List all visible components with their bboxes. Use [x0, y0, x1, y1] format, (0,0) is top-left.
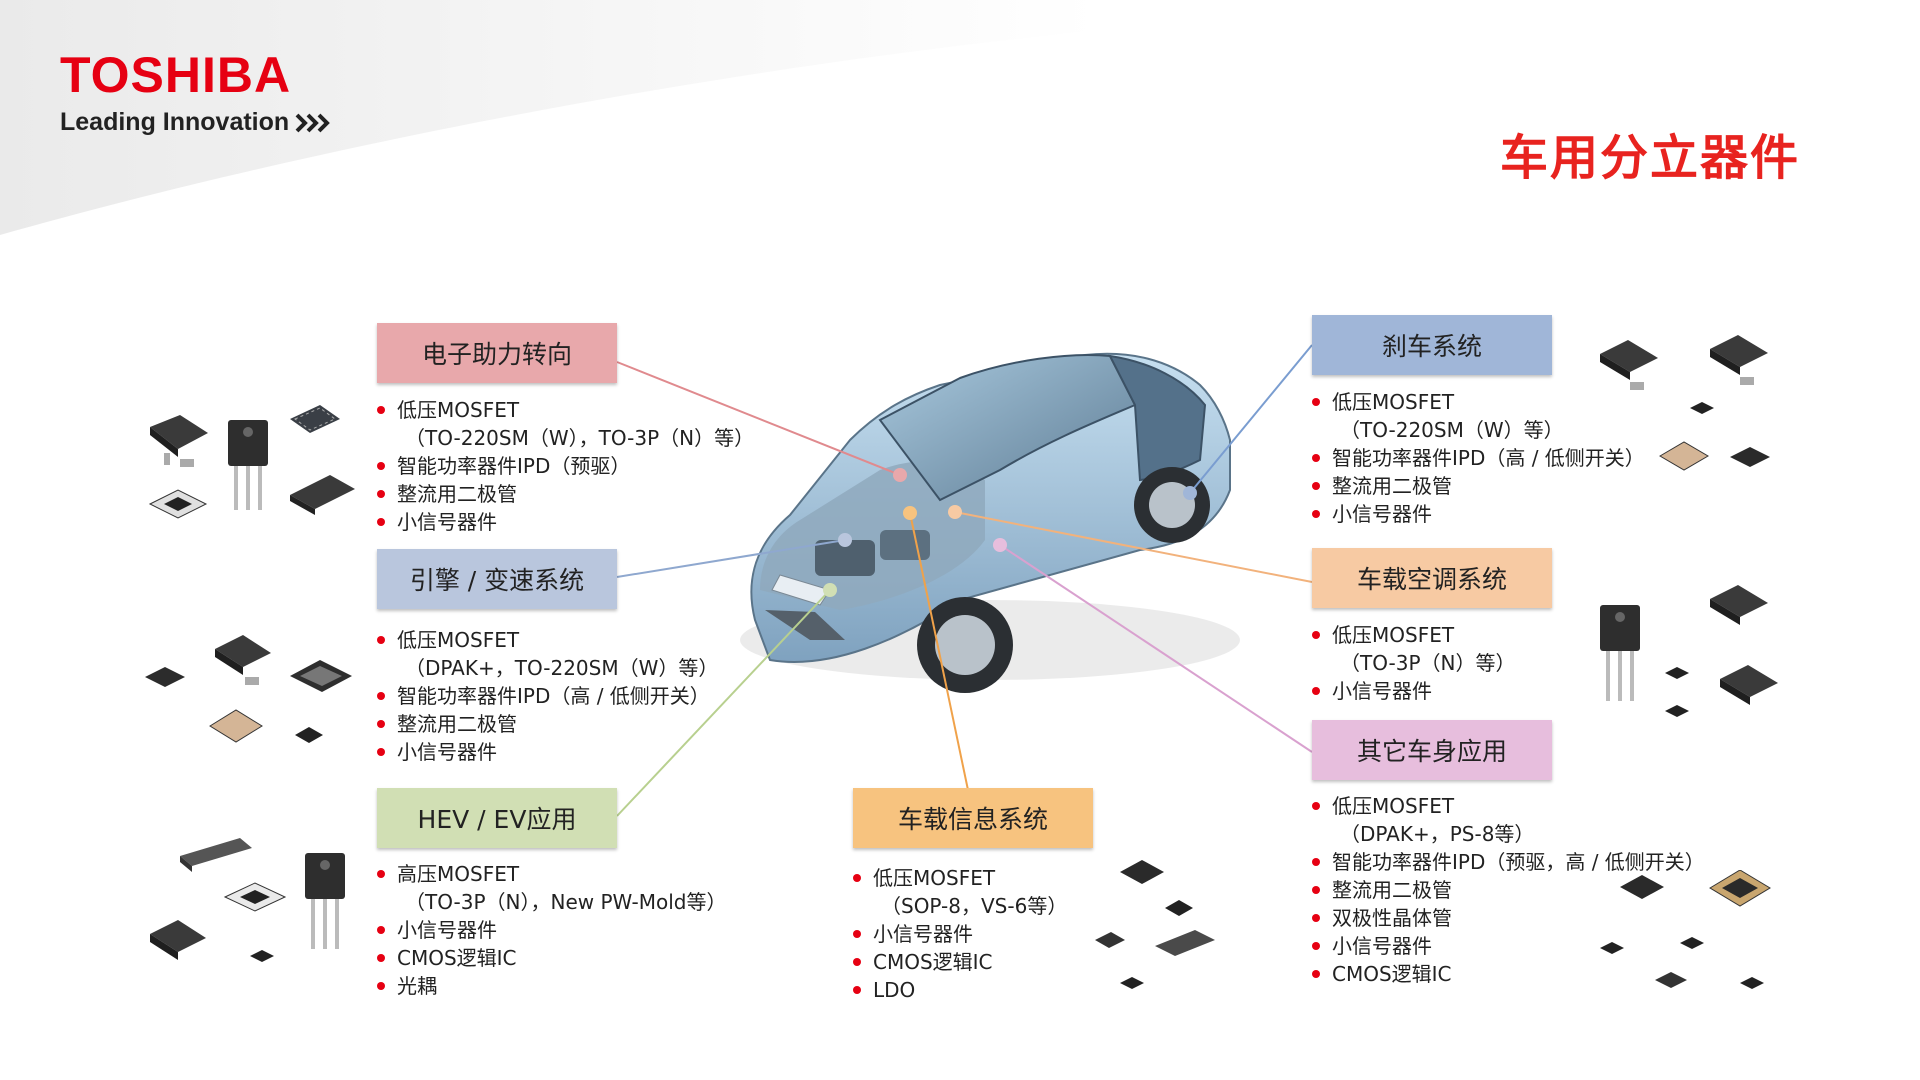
list-item: （TO-220SM（W）等）: [1340, 418, 1564, 442]
list-item: CMOS逻辑IC: [1312, 960, 1705, 988]
hev-label: HEV / EV应用: [377, 788, 617, 848]
info-dot: [903, 506, 917, 520]
engine-list: 低压MOSFET （DPAK+，TO-220SM（W）等） 智能功率器件IPD（…: [377, 626, 718, 766]
list-item: 低压MOSFET: [377, 396, 754, 424]
engine-label: 引擎 / 变速系统: [377, 549, 617, 609]
info-connector-line: [909, 512, 969, 791]
list-item: 智能功率器件IPD（预驱，高 / 低侧开关）: [1312, 848, 1705, 876]
chip-cluster-engine: [145, 635, 352, 743]
eps-dot: [893, 468, 907, 482]
engine-connector-line: [616, 539, 846, 578]
brake-dot: [1183, 486, 1197, 500]
list-item: （TO-220SM（W），TO-3P（N）等）: [405, 426, 755, 450]
body-connector-line: [999, 544, 1313, 753]
brand-tagline: Leading Innovation: [60, 108, 339, 137]
list-item: 智能功率器件IPD（预驱）: [377, 452, 754, 480]
list-item: 低压MOSFET: [377, 626, 718, 654]
list-item: 整流用二极管: [1312, 876, 1705, 904]
brake-connector-line: [1189, 344, 1313, 494]
chip-cluster-eps: [148, 415, 268, 519]
list-item: （SOP-8，VS-6等）: [881, 894, 1068, 918]
list-item: （TO-3P（N），New PW-Mold等）: [405, 890, 727, 914]
chip-cluster-eps-2: [290, 405, 355, 515]
list-item: 小信号器件: [377, 738, 718, 766]
list-item: （DPAK+，TO-220SM（W）等）: [405, 656, 719, 680]
eps-connector-line: [616, 361, 901, 476]
chevrons-icon: [295, 113, 331, 132]
list-item: 双极性晶体管: [1312, 904, 1705, 932]
tagline-text: Leading Innovation: [60, 108, 290, 136]
hvac-label: 车载空调系统: [1312, 548, 1552, 608]
brand-name: TOSHIBA: [60, 47, 292, 103]
chip-cluster-hev: [150, 838, 345, 962]
hev-connector-line: [616, 589, 831, 817]
brake-label: 刹车系统: [1312, 315, 1552, 375]
hev-dot: [823, 583, 837, 597]
info-list: 低压MOSFET （SOP-8，VS-6等） 小信号器件 CMOS逻辑IC LD…: [853, 864, 1067, 1004]
list-item: 智能功率器件IPD（高 / 低侧开关）: [1312, 444, 1645, 472]
background-swoosh: [0, 0, 1100, 235]
list-item: （DPAK+，PS-8等）: [1340, 822, 1535, 846]
body-list: 低压MOSFET （DPAK+，PS-8等） 智能功率器件IPD（预驱，高 / …: [1312, 792, 1705, 988]
list-item: 智能功率器件IPD（高 / 低侧开关）: [377, 682, 718, 710]
eps-label: 电子助力转向: [377, 323, 617, 383]
toshiba-logo: TOSHIBA Leading Innovation: [60, 50, 339, 137]
hvac-dot: [948, 505, 962, 519]
page-title: 车用分立器件: [1499, 130, 1800, 186]
list-item: 小信号器件: [1312, 500, 1645, 528]
body-dot: [993, 538, 1007, 552]
body-label: 其它车身应用: [1312, 720, 1552, 780]
hev-list: 高压MOSFET （TO-3P（N），New PW-Mold等） 小信号器件 C…: [377, 860, 726, 1000]
list-item: 低压MOSFET: [1312, 388, 1645, 416]
list-item: 光耦: [377, 972, 726, 1000]
brake-list: 低压MOSFET （TO-220SM（W）等） 智能功率器件IPD（高 / 低侧…: [1312, 388, 1645, 528]
list-item: 整流用二极管: [1312, 472, 1645, 500]
list-item: 小信号器件: [1312, 677, 1515, 705]
chip-cluster-body: [1600, 870, 1771, 989]
chip-cluster-info: [1095, 860, 1215, 989]
eps-list: 低压MOSFET （TO-220SM（W），TO-3P（N）等） 智能功率器件I…: [377, 396, 754, 536]
list-item: CMOS逻辑IC: [853, 948, 1067, 976]
hvac-list: 低压MOSFET （TO-3P（N）等） 小信号器件: [1312, 621, 1515, 705]
list-item: 小信号器件: [377, 916, 726, 944]
info-label: 车载信息系统: [853, 788, 1093, 848]
list-item: 小信号器件: [853, 920, 1067, 948]
list-item: 整流用二极管: [377, 480, 754, 508]
list-item: 低压MOSFET: [1312, 792, 1705, 820]
list-item: 低压MOSFET: [1312, 621, 1515, 649]
list-item: LDO: [853, 976, 1067, 1004]
chip-cluster-brake: [1600, 335, 1770, 471]
list-item: 小信号器件: [1312, 932, 1705, 960]
list-item: CMOS逻辑IC: [377, 944, 726, 972]
list-item: （TO-3P（N）等）: [1340, 651, 1516, 675]
list-item: 小信号器件: [377, 508, 754, 536]
engine-dot: [838, 533, 852, 547]
list-item: 整流用二极管: [377, 710, 718, 738]
chip-cluster-hvac: [1600, 585, 1778, 717]
list-item: 高压MOSFET: [377, 860, 726, 888]
hvac-connector-line: [954, 511, 1313, 583]
list-item: 低压MOSFET: [853, 864, 1067, 892]
